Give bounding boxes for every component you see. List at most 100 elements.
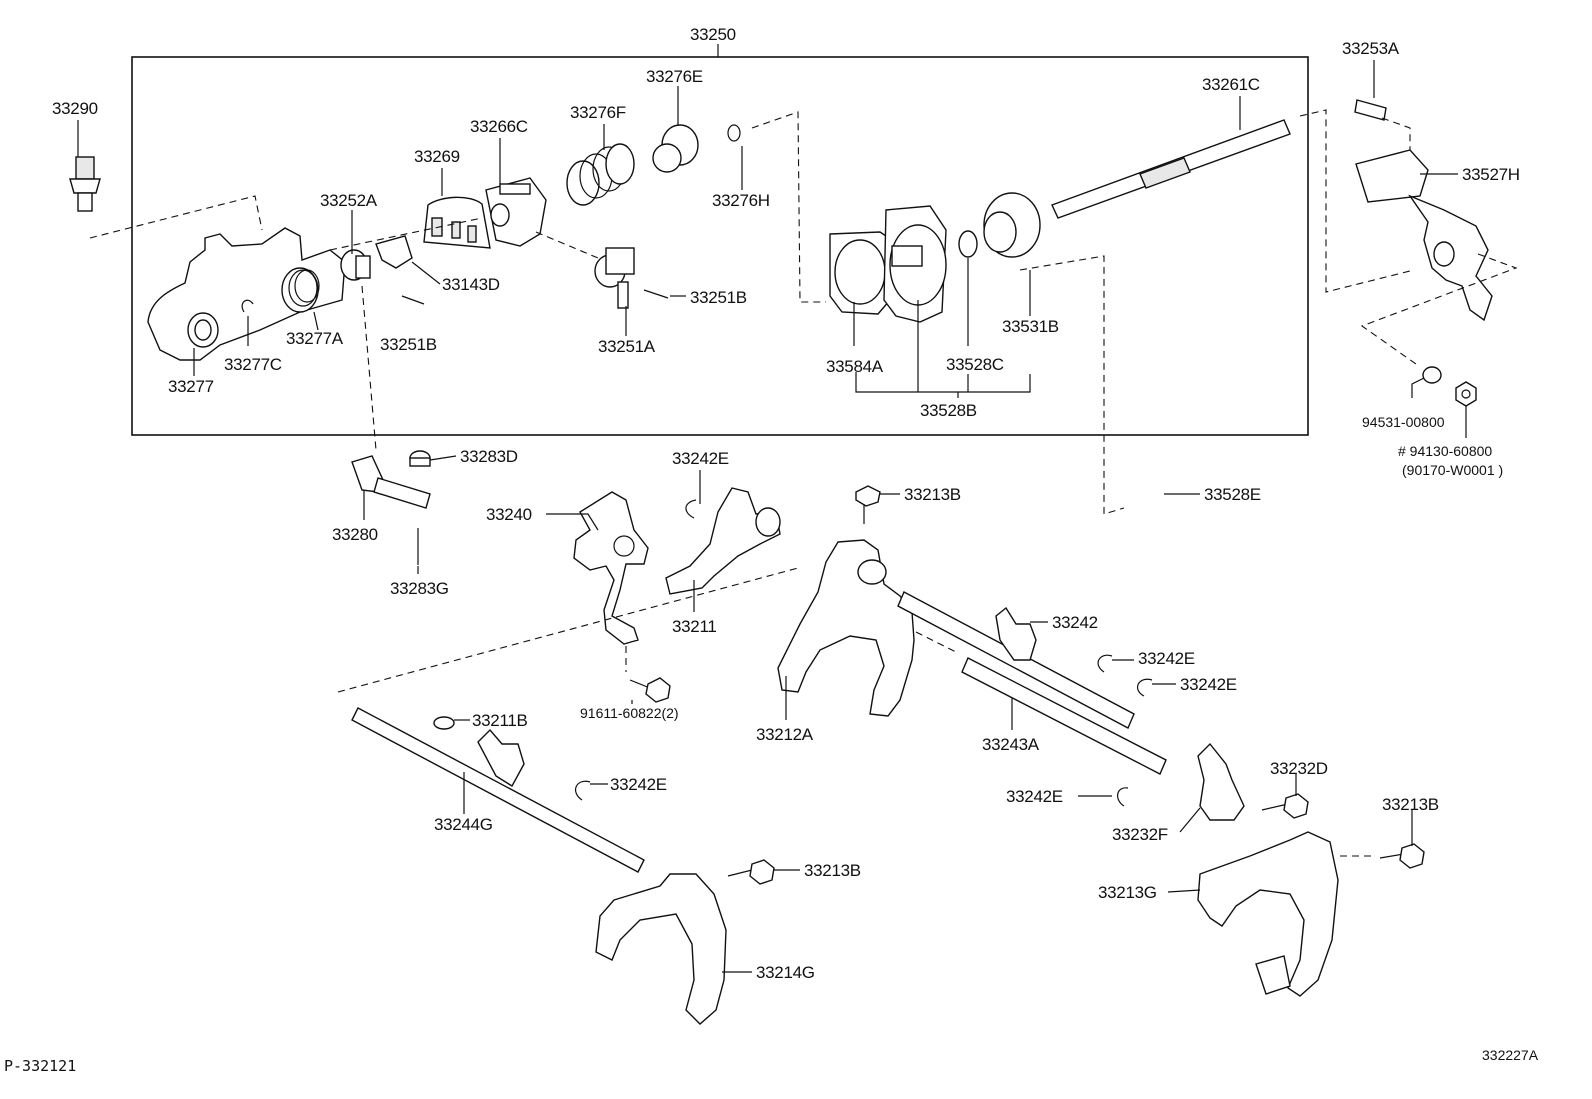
part-33242-rod — [897, 591, 1135, 729]
part-33213B-bolt-3 — [1379, 843, 1425, 869]
part-33261C-shaft — [1051, 119, 1291, 219]
label-33214G: 33214G — [756, 963, 815, 982]
part-33240-lever — [573, 491, 649, 645]
part-33211B-detent — [433, 716, 455, 730]
part-33276H-ring — [727, 124, 741, 142]
label-33244G: 33244G — [434, 815, 493, 834]
part-33277A-spring — [281, 267, 320, 313]
part-33213G-fork — [1197, 831, 1339, 997]
part-33280-shaft — [351, 455, 431, 509]
footer-left-code: P-332121 — [4, 1057, 76, 1075]
label-33242E-lower-left: 33242E — [610, 775, 667, 794]
label-33240: 33240 — [486, 505, 532, 524]
label-33143D: 33143D — [442, 275, 500, 294]
label-33290: 33290 — [52, 99, 98, 118]
leader-lines — [77, 60, 1467, 973]
part-33212A-fork — [777, 539, 915, 717]
part-33528B-cover — [883, 205, 947, 323]
part-33527H-lever — [1355, 149, 1493, 322]
part-labels: 33290 33252A 33269 33266C 33276F 33276E … — [52, 39, 1520, 982]
part-33213B-bolt-1 — [855, 485, 881, 524]
part-33528C-seal — [958, 230, 978, 258]
part-33251A-selector — [594, 247, 669, 309]
label-33242E-right-1: 33242E — [1138, 649, 1195, 668]
part-33277C-clip — [241, 299, 254, 313]
label-33232D: 33232D — [1270, 759, 1328, 778]
label-33211: 33211 — [672, 617, 717, 636]
label-33584A: 33584A — [826, 357, 884, 376]
label-33528B: 33528B — [920, 401, 977, 420]
part-33143D-plate — [375, 235, 413, 269]
label-33528E: 33528E — [1204, 485, 1261, 504]
label-33276E: 33276E — [646, 67, 703, 86]
part-33242E-clip-4 — [1117, 787, 1129, 807]
label-33277: 33277 — [168, 377, 214, 396]
label-33251B-lower: 33251B — [380, 335, 437, 354]
label-33277A: 33277A — [286, 329, 344, 348]
label-33280: 33280 — [332, 525, 378, 544]
label-94531-00800: 94531-00800 — [1362, 414, 1445, 430]
footer-right-code: 332227A — [1482, 1047, 1539, 1063]
label-33213B-right: 33213B — [1382, 795, 1439, 814]
part-33242E-clip-1 — [685, 499, 697, 519]
label-33213B-top: 33213B — [904, 485, 961, 504]
label-94130-60800: # 94130-60800 — [1398, 443, 1492, 459]
label-33251B-upper: 33251B — [690, 288, 747, 307]
label-33232F: 33232F — [1112, 825, 1168, 844]
part-33269-plate — [423, 196, 491, 249]
part-33242E-clip-2 — [1097, 654, 1113, 673]
label-33528C: 33528C — [946, 355, 1004, 374]
label-33242E-right-3: 33242E — [1006, 787, 1063, 806]
label-33243A: 33243A — [982, 735, 1040, 754]
part-94531-washer — [1422, 366, 1442, 384]
assembly-label: 33250 — [690, 25, 736, 44]
part-33213B-bolt-2 — [727, 859, 775, 885]
part-33232F — [1197, 742, 1245, 821]
label-33253A: 33253A — [1342, 39, 1400, 58]
part-33253A-bolt — [1354, 99, 1387, 121]
label-91611-60822: 91611-60822(2) — [580, 705, 679, 721]
alignment-lines — [89, 109, 1518, 857]
part-33211 — [665, 487, 781, 595]
part-33244G-rod — [351, 707, 645, 873]
part-94130-nut — [1455, 381, 1477, 407]
part-33232D-bolt — [1261, 793, 1309, 819]
label-90170-W0001: (90170-W0001 ) — [1402, 462, 1503, 478]
label-33213B-lower: 33213B — [804, 861, 861, 880]
part-33283D-plug — [409, 450, 431, 467]
part-91611-bolt — [629, 677, 671, 703]
part-33243A-rod — [961, 657, 1167, 775]
part-33584A-gasket — [829, 231, 893, 315]
label-33252A: 33252A — [320, 191, 378, 210]
label-33283D: 33283D — [460, 447, 518, 466]
part-33531B-boot — [983, 192, 1041, 258]
label-33242: 33242 — [1052, 613, 1098, 632]
part-33290-switch — [69, 156, 101, 212]
part-33276F-spring — [566, 143, 635, 206]
label-33211B: 33211B — [472, 711, 528, 730]
label-33277C: 33277C — [224, 355, 282, 374]
part-33242E-clip-3 — [1136, 678, 1153, 697]
part-33214G-fork — [595, 873, 727, 1025]
label-33531B: 33531B — [1002, 317, 1059, 336]
label-33283G: 33283G — [390, 579, 449, 598]
label-33527H: 33527H — [1462, 165, 1520, 184]
label-33261C: 33261C — [1202, 75, 1260, 94]
label-33276F: 33276F — [570, 103, 626, 122]
label-33212A: 33212A — [756, 725, 814, 744]
label-33242E-top: 33242E — [672, 449, 729, 468]
label-33213G: 33213G — [1098, 883, 1157, 902]
part-33266C-bracket — [485, 177, 547, 247]
part-33252A — [340, 249, 371, 281]
assembly-box-33250 — [131, 56, 1309, 436]
label-33266C: 33266C — [470, 117, 528, 136]
part-33251B-pin — [401, 295, 425, 305]
part-housing — [147, 227, 346, 361]
part-33242E-clip-5 — [574, 780, 591, 801]
label-33251A: 33251A — [598, 337, 656, 356]
label-33242E-right-2: 33242E — [1180, 675, 1237, 694]
label-33269: 33269 — [414, 147, 460, 166]
part-33276E-bushing — [652, 124, 699, 173]
label-33276H: 33276H — [712, 191, 770, 210]
